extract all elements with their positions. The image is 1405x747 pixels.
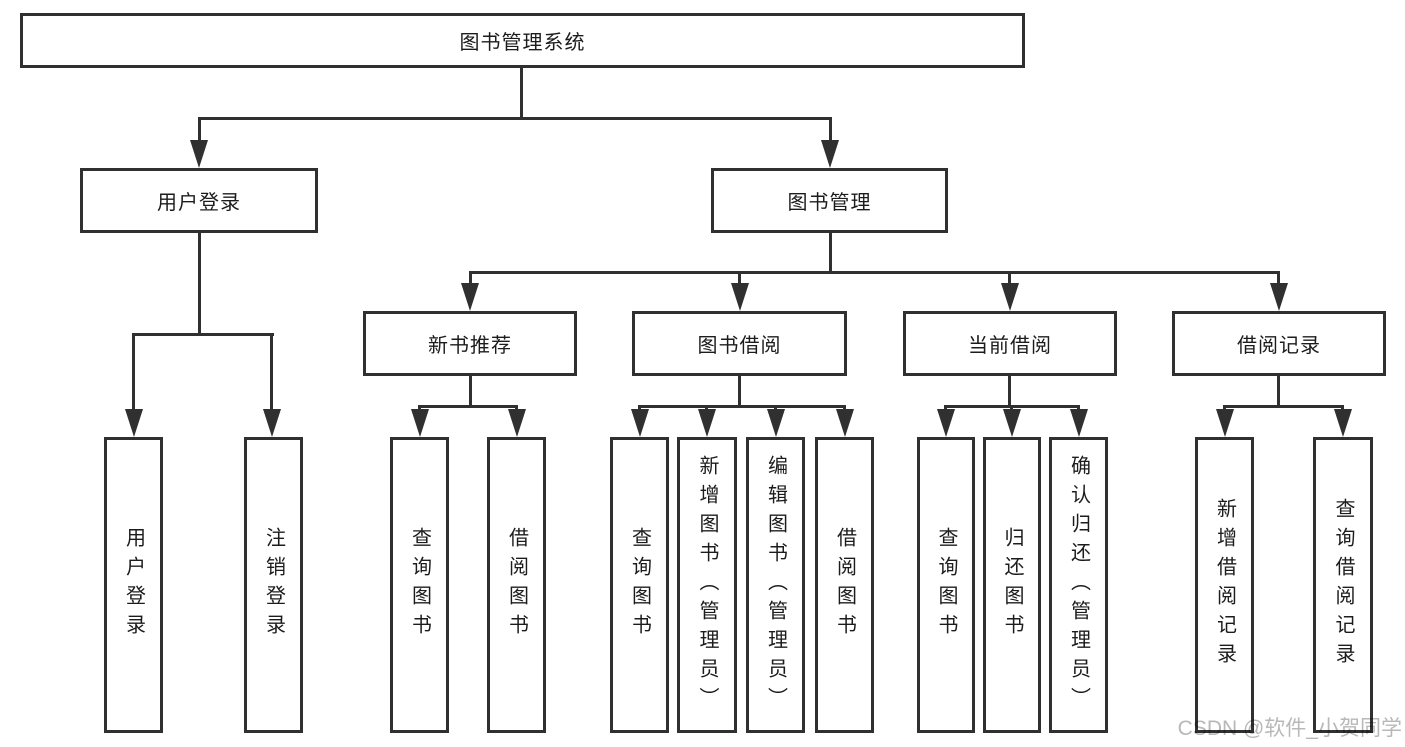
leaf-query-borrow-record-label: 查询借阅记录	[1332, 498, 1354, 672]
connector-login-vertical	[198, 233, 201, 335]
node-current-borrow-label: 当前借阅	[968, 335, 1052, 357]
arrow-down-icon	[836, 409, 854, 437]
leaf-edit-book-admin: 编辑图书（管理员）	[746, 437, 805, 733]
leaf-borrow-books-recommend-label: 借阅图书	[505, 527, 528, 643]
arrow-down-icon	[1003, 409, 1021, 437]
connector-stem	[198, 117, 201, 144]
connector-stem	[829, 117, 832, 144]
leaf-confirm-return-admin: 确认归还（管理员）	[1049, 437, 1108, 733]
node-book-management: 图书管理	[711, 168, 948, 233]
leaf-return-book-label: 归还图书	[1001, 527, 1023, 643]
arrow-down-icon	[821, 140, 839, 168]
leaf-add-book-admin-label: 新增图书（管理员）	[696, 454, 718, 716]
arrow-down-icon	[190, 140, 208, 168]
connector-stem	[270, 333, 273, 411]
node-borrow-records: 借阅记录	[1172, 311, 1386, 376]
leaf-add-book-admin: 新增图书（管理员）	[677, 437, 737, 733]
arrow-down-icon	[937, 409, 955, 437]
connector-stem	[469, 271, 472, 285]
leaf-user-login-label: 用户登录	[122, 527, 145, 643]
arrow-down-icon	[1334, 409, 1352, 437]
node-new-book-recommend: 新书推荐	[363, 311, 577, 376]
arrow-down-icon	[461, 283, 479, 311]
node-user-login-label: 用户登录	[157, 192, 241, 214]
arrow-down-icon	[767, 409, 785, 437]
leaf-logout: 注销登录	[244, 437, 303, 733]
node-book-management-label: 图书管理	[787, 192, 872, 214]
leaf-borrow-book-label: 借阅图书	[833, 527, 856, 643]
connector-horizontal	[418, 405, 518, 408]
leaf-add-borrow-record: 新增借阅记录	[1195, 437, 1254, 733]
leaf-query-books-recommend: 查询图书	[390, 437, 449, 733]
node-book-borrow-label: 图书借阅	[697, 335, 782, 357]
node-current-borrow: 当前借阅	[903, 311, 1117, 376]
connector-stem	[1277, 376, 1280, 407]
connector-horizontal	[638, 405, 846, 408]
arrow-down-icon	[1070, 409, 1088, 437]
leaf-borrow-books-recommend: 借阅图书	[487, 437, 546, 733]
arrow-down-icon	[698, 409, 716, 437]
leaf-query-books-current: 查询图书	[917, 437, 975, 733]
leaf-logout-label: 注销登录	[262, 527, 285, 643]
leaf-query-borrow-record: 查询借阅记录	[1313, 437, 1373, 733]
connector-stem	[738, 376, 741, 407]
leaf-query-books-recommend-label: 查询图书	[408, 527, 431, 643]
arrow-down-icon	[411, 409, 429, 437]
connector-horizontal	[1223, 405, 1344, 408]
leaf-query-books-borrow: 查询图书	[610, 437, 669, 733]
leaf-edit-book-admin-label: 编辑图书（管理员）	[764, 454, 787, 716]
connector-stem	[1008, 376, 1011, 407]
connector-management-horizontal	[469, 271, 1280, 274]
connector-stem	[738, 271, 741, 285]
node-new-book-recommend-label: 新书推荐	[428, 335, 512, 357]
arrow-down-icon	[1216, 409, 1234, 437]
arrow-down-icon	[1270, 283, 1288, 311]
connector-login-horizontal	[132, 333, 274, 336]
connector-stem	[469, 376, 472, 407]
arrow-down-icon	[508, 409, 526, 437]
leaf-return-book: 归还图书	[983, 437, 1041, 733]
connector-stem	[132, 333, 135, 411]
leaf-query-books-borrow-label: 查询图书	[628, 527, 651, 643]
arrow-down-icon	[731, 283, 749, 311]
connector-management-vertical	[829, 233, 832, 273]
node-book-borrow: 图书借阅	[632, 311, 847, 376]
arrow-down-icon	[125, 409, 143, 437]
leaf-add-borrow-record-label: 新增借阅记录	[1213, 498, 1236, 672]
connector-root-horizontal	[198, 117, 832, 120]
csdn-watermark: CSDN @软件_小贺同学	[1177, 717, 1402, 740]
connector-stem	[1277, 271, 1280, 285]
arrow-down-icon	[631, 409, 649, 437]
connector-root-vertical	[520, 68, 523, 118]
node-user-login: 用户登录	[80, 168, 318, 233]
leaf-confirm-return-admin-label: 确认归还（管理员）	[1067, 454, 1090, 716]
arrow-down-icon	[1001, 283, 1019, 311]
node-root: 图书管理系统	[20, 13, 1025, 68]
node-borrow-records-label: 借阅记录	[1237, 335, 1321, 357]
leaf-borrow-book: 借阅图书	[815, 437, 874, 733]
node-root-label: 图书管理系统	[459, 32, 586, 54]
arrow-down-icon	[263, 409, 281, 437]
leaf-user-login: 用户登录	[104, 437, 163, 733]
leaf-query-books-current-label: 查询图书	[935, 527, 957, 643]
connector-stem	[1008, 271, 1011, 285]
